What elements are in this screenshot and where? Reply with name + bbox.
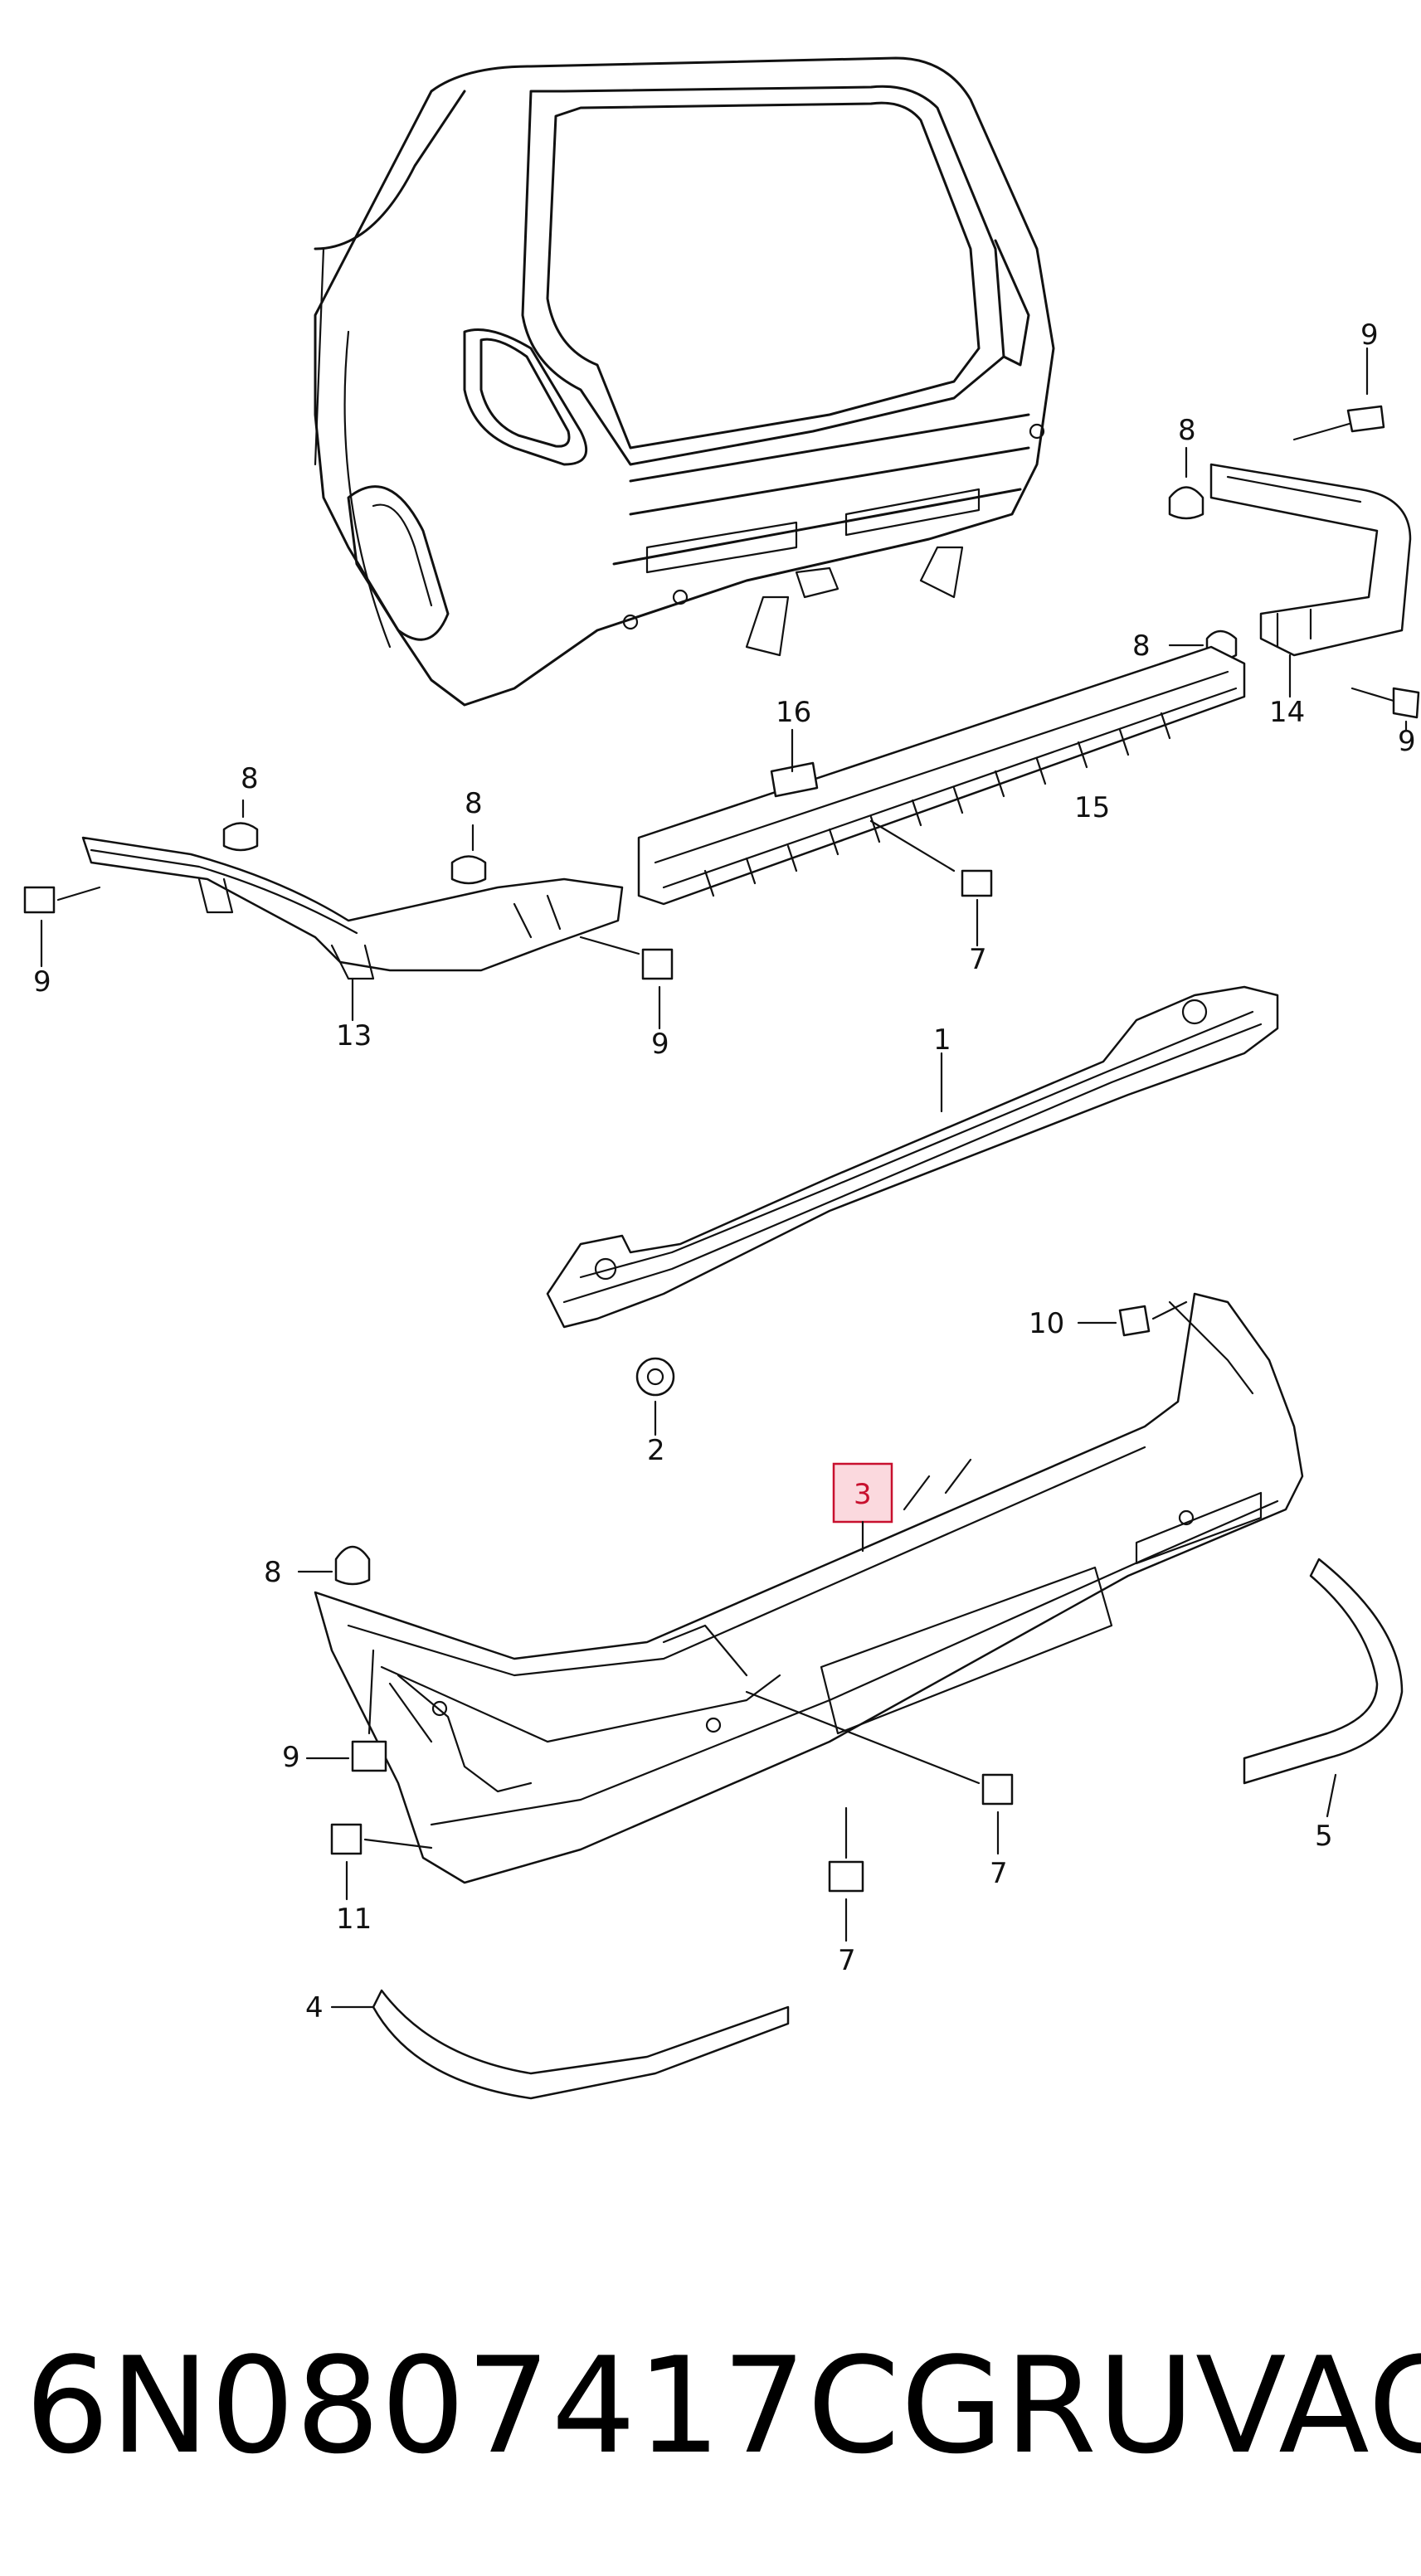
callout-10: 10 <box>1029 1307 1064 1340</box>
trim-strip-4 <box>330 1989 790 2100</box>
callout-9: 9 <box>1398 725 1416 758</box>
screw-11 <box>330 1823 433 1901</box>
clip-8-left <box>222 799 259 852</box>
callout-13: 13 <box>336 1019 372 1052</box>
callout-2: 2 <box>647 1434 665 1467</box>
clip-nut-10 <box>1077 1300 1188 1337</box>
screw-7-right <box>745 1690 1014 1855</box>
screw-9-mid <box>579 936 674 1030</box>
nut-2 <box>635 1357 675 1436</box>
screw-9-left <box>23 886 101 968</box>
callout-11: 11 <box>336 1903 372 1936</box>
callout-7: 7 <box>838 1944 856 1977</box>
part-number: 6N0807417CGRU <box>25 2327 1196 2483</box>
bumper-cover <box>314 1292 1304 1884</box>
callout-8: 8 <box>1132 629 1151 663</box>
callout-3: 3 <box>854 1478 872 1511</box>
part-number-footer: 6N0807417CGRU VAG <box>25 2306 1421 2505</box>
callout-8: 8 <box>241 762 259 795</box>
callout-16: 16 <box>776 696 811 729</box>
callout-9: 9 <box>282 1741 300 1774</box>
callout-4: 4 <box>305 1991 324 2024</box>
screw-9-right-lower <box>1350 687 1420 731</box>
bracket-15-centre <box>637 645 1246 906</box>
exploded-parts-diagram: 9 8 8 14 9 16 15 7 8 8 9 13 9 1 2 10 3 8… <box>23 56 1420 2100</box>
label-16-sticker <box>770 761 819 798</box>
impact-beam <box>546 985 1279 1329</box>
side-bracket-right <box>1209 463 1412 657</box>
screw-7-bottom <box>828 1806 864 1942</box>
callout-8: 8 <box>465 787 483 820</box>
brand-label: VAG <box>1195 2327 1421 2483</box>
callout-9: 9 <box>33 965 51 999</box>
car-rear-body <box>314 56 1055 707</box>
callout-8: 8 <box>1178 414 1196 447</box>
callout-9: 9 <box>1360 318 1379 352</box>
trim-strip-5 <box>1243 1558 1404 1818</box>
clip-8-bumper <box>297 1545 371 1586</box>
callout-9: 9 <box>651 1028 669 1061</box>
clip-8-top-right <box>1168 446 1204 520</box>
callout-7: 7 <box>969 943 987 976</box>
clip-8-middle-left <box>450 824 487 885</box>
callout-7: 7 <box>990 1857 1008 1890</box>
callout-5: 5 <box>1315 1820 1333 1853</box>
screw-9-top-right <box>1292 347 1385 441</box>
callout-8: 8 <box>264 1556 282 1589</box>
callout-14: 14 <box>1269 696 1305 729</box>
callout-1: 1 <box>933 1023 951 1057</box>
screw-9-bumper <box>305 1649 387 1772</box>
callout-15: 15 <box>1074 791 1110 824</box>
side-bracket-left <box>81 836 624 980</box>
screw-7-upper <box>869 819 993 947</box>
